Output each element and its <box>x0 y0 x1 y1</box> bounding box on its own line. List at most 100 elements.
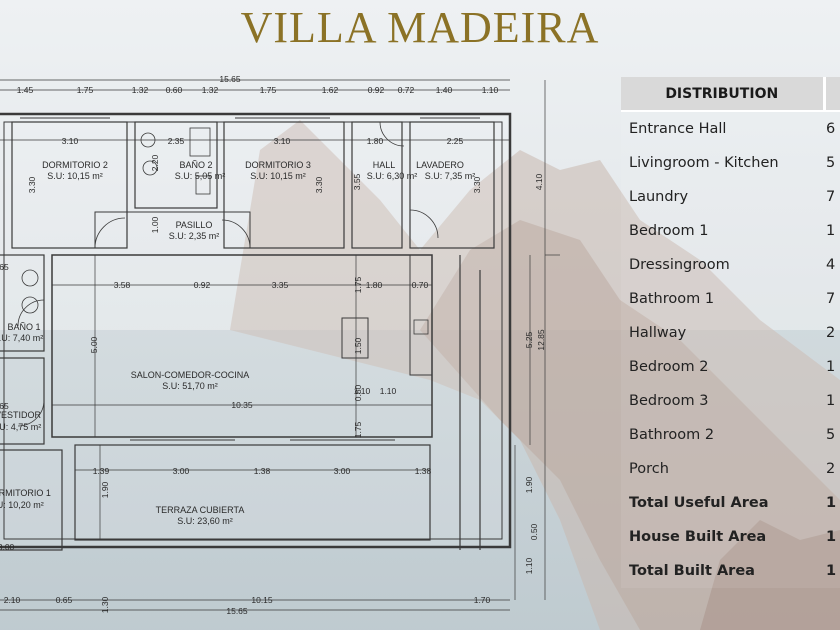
dimension-label: 1.10 <box>354 386 371 396</box>
dimension-label: 15.65 <box>219 74 241 84</box>
room-area: S.U: 10,20 m² <box>0 500 44 510</box>
room-area: S.U: 4,75 m² <box>0 422 41 432</box>
room-label: DORMITORIO 1 <box>0 488 51 498</box>
dimension-label: 1.75 <box>353 421 363 438</box>
distribution-room-area: 1 <box>824 384 840 418</box>
distribution-room-area: 1 <box>824 486 840 520</box>
dimension-label: 1.10 <box>524 557 534 574</box>
room-area: S.U: 10,15 m² <box>250 171 306 181</box>
distribution-room-name: Hallway <box>621 316 824 350</box>
room-lavadero <box>409 121 495 249</box>
distribution-room-area: 5 <box>824 418 840 452</box>
dimension-label: 3.00 <box>173 466 190 476</box>
distribution-room-area: 1 <box>824 350 840 384</box>
dimension-label: 1.32 <box>132 85 149 95</box>
distribution-room-name: Porch <box>621 452 824 486</box>
distribution-room-name: Total Useful Area <box>621 486 824 520</box>
distribution-room-area: 6 <box>824 111 840 146</box>
dimension-label: 3.30 <box>472 176 482 193</box>
dimension-label: 1.38 <box>415 466 432 476</box>
dimension-label: 10.35 <box>231 400 253 410</box>
dimension-label: 1.32 <box>202 85 219 95</box>
distribution-room-name: Total Built Area <box>621 554 824 588</box>
room-label: VESTIDOR <box>0 410 41 420</box>
dimension-label: 1.80 <box>367 136 384 146</box>
distribution-room-name: Entrance Hall <box>621 111 824 146</box>
dimension-label: 5.00 <box>89 336 99 353</box>
dimension-label: 3.58 <box>114 280 131 290</box>
distribution-room-area: 7 <box>824 180 840 214</box>
room-area: S.U: 7,35 m² <box>425 171 476 181</box>
dimension-label: 3.35 <box>272 280 289 290</box>
room-area: S.U: 23,60 m² <box>177 516 233 526</box>
dimension-label: 3.30 <box>314 176 324 193</box>
dimension-label: 1.10 <box>380 386 397 396</box>
room-label: BAÑO 1 <box>7 322 40 332</box>
room-label: PASILLO <box>176 220 213 230</box>
dimension-label: 0.60 <box>166 85 183 95</box>
dimension-label: 2.10 <box>4 595 21 605</box>
dimension-label: 2.25 <box>447 136 464 146</box>
room-label: BAÑO 2 <box>179 160 212 170</box>
room-dormitorio-1 <box>0 449 63 551</box>
distribution-room-area: 2 <box>824 316 840 350</box>
dimension-label: 2.20 <box>150 154 160 171</box>
outer-wall <box>0 112 512 549</box>
distribution-room-name: Bathroom 2 <box>621 418 824 452</box>
room-label: SALON-COMEDOR-COCINA <box>131 370 250 380</box>
distribution-room-name: Bathroom 1 <box>621 282 824 316</box>
dimension-label: 0.70 <box>412 280 429 290</box>
dimension-label: 1.62 <box>322 85 339 95</box>
distribution-header: DISTRIBUTION <box>621 77 824 112</box>
distribution-room-name: Bedroom 3 <box>621 384 824 418</box>
room-dormitorio-3 <box>223 121 345 249</box>
distribution-room-area: 4 <box>824 248 840 282</box>
room-hall <box>351 121 403 249</box>
dimension-label: 0.80 <box>353 384 363 401</box>
dimension-label: 10.15 <box>251 595 273 605</box>
dimension-label: 3.10 <box>274 136 291 146</box>
distribution-room-area: 1 <box>824 554 840 588</box>
dimension-label: 1.39 <box>93 466 110 476</box>
room-bano-1 <box>0 254 45 352</box>
distribution-room-area: 1 <box>824 214 840 248</box>
dimension-label: 3.30 <box>27 176 37 193</box>
room-area: S.U: 2,35 m² <box>169 231 220 241</box>
dimension-label: 2.35 <box>168 136 185 146</box>
room-area: S.U: 51,70 m² <box>162 381 218 391</box>
distribution-room-name: Laundry <box>621 180 824 214</box>
room-area: S.U: 7,40 m² <box>0 333 43 343</box>
dimension-label: 1.75 <box>353 276 363 293</box>
dimension-label: 3.55 <box>352 173 362 190</box>
dimension-label: 1.70 <box>474 595 491 605</box>
dimension-label: 1.38 <box>254 466 271 476</box>
dimension-label: 1.75 <box>260 85 277 95</box>
room-bano-2 <box>134 121 218 209</box>
room-label: HALL <box>373 160 396 170</box>
dimension-label: 5.25 <box>524 331 534 348</box>
room-dormitorio-2 <box>11 121 128 249</box>
dimension-label: 1.30 <box>100 596 110 613</box>
distribution-room-name: Bedroom 2 <box>621 350 824 384</box>
room-label: LAVADERO <box>416 160 464 170</box>
dimension-label: 3.10 <box>62 136 79 146</box>
dimension-label: 65 <box>0 401 9 411</box>
room-area: S.U: 5,05 m² <box>175 171 226 181</box>
dimension-label: 1.40 <box>436 85 453 95</box>
dimension-label: 3.00 <box>334 466 351 476</box>
dimension-label: 0.72 <box>398 85 415 95</box>
dimension-label: 65 <box>0 262 9 272</box>
